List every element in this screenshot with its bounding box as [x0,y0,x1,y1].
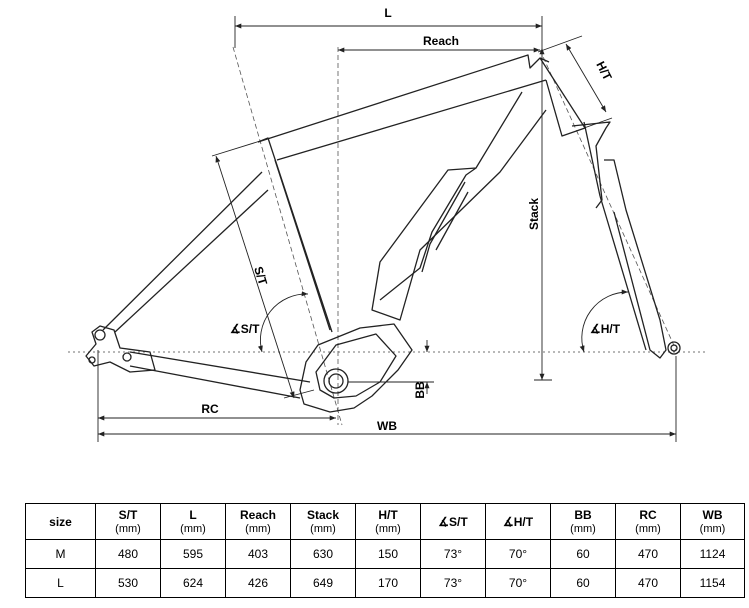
col-header-reach: Reach(mm) [225,503,291,540]
table-header-row: size S/T(mm) L(mm) Reach(mm) Stack(mm) H… [25,503,745,540]
col-header-st-angle: ∡S/T [420,503,486,540]
ht-dimension-line [565,43,607,113]
ht-label: H/T [593,59,615,83]
table-cell: 403 [225,539,291,569]
table-cell: 649 [290,568,356,598]
bb-label: BB [413,381,427,399]
ht-angle-arc [579,289,629,353]
table-row: L 530 624 426 649 170 73° 70° 60 470 115… [25,568,745,598]
table-cell: 426 [225,568,291,598]
col-header-st: S/T(mm) [95,503,161,540]
table-cell: 630 [290,539,356,569]
col-header-bb: BB(mm) [550,503,616,540]
table-cell: 60 [550,568,616,598]
st-angle-arc [257,291,309,353]
table-cell: 170 [355,568,421,598]
bike-geometry-diagram: L Reach H/T Stack S/T ∡S/T ∡H/T BB RC WB [68,6,706,442]
table-cell: L [25,568,96,598]
col-header-stack: Stack(mm) [290,503,356,540]
table-cell: 70° [485,568,551,598]
l-label: L [384,6,391,20]
col-header-size: size [25,503,96,540]
st-axis-line [232,46,343,426]
table-cell: 1154 [680,568,745,598]
table-cell: 480 [95,539,161,569]
table-cell: 73° [420,539,486,569]
table-cell: 60 [550,539,616,569]
table-cell: 1124 [680,539,745,569]
st-angle-label: ∡S/T [230,322,260,336]
stack-label: Stack [527,198,541,230]
bike-frame [85,54,681,413]
table-cell: 150 [355,539,421,569]
table-cell: M [25,539,96,569]
col-header-l: L(mm) [160,503,226,540]
reach-label: Reach [423,34,459,48]
col-header-ht-angle: ∡H/T [485,503,551,540]
col-header-ht: H/T(mm) [355,503,421,540]
table-cell: 73° [420,568,486,598]
table-cell: 624 [160,568,226,598]
table-cell: 470 [615,539,681,569]
st-label: S/T [251,265,270,288]
rc-label: RC [201,402,219,416]
table-row: M 480 595 403 630 150 73° 70° 60 470 112… [25,539,745,569]
wb-label: WB [377,419,397,433]
table-cell: 70° [485,539,551,569]
table-cell: 595 [160,539,226,569]
col-header-rc: RC(mm) [615,503,681,540]
col-header-wb: WB(mm) [680,503,745,540]
st-dimension-line [215,155,295,399]
ht-angle-label: ∡H/T [590,322,621,336]
geometry-table: size S/T(mm) L(mm) Reach(mm) Stack(mm) H… [25,503,745,598]
table-cell: 470 [615,568,681,598]
table-cell: 530 [95,568,161,598]
